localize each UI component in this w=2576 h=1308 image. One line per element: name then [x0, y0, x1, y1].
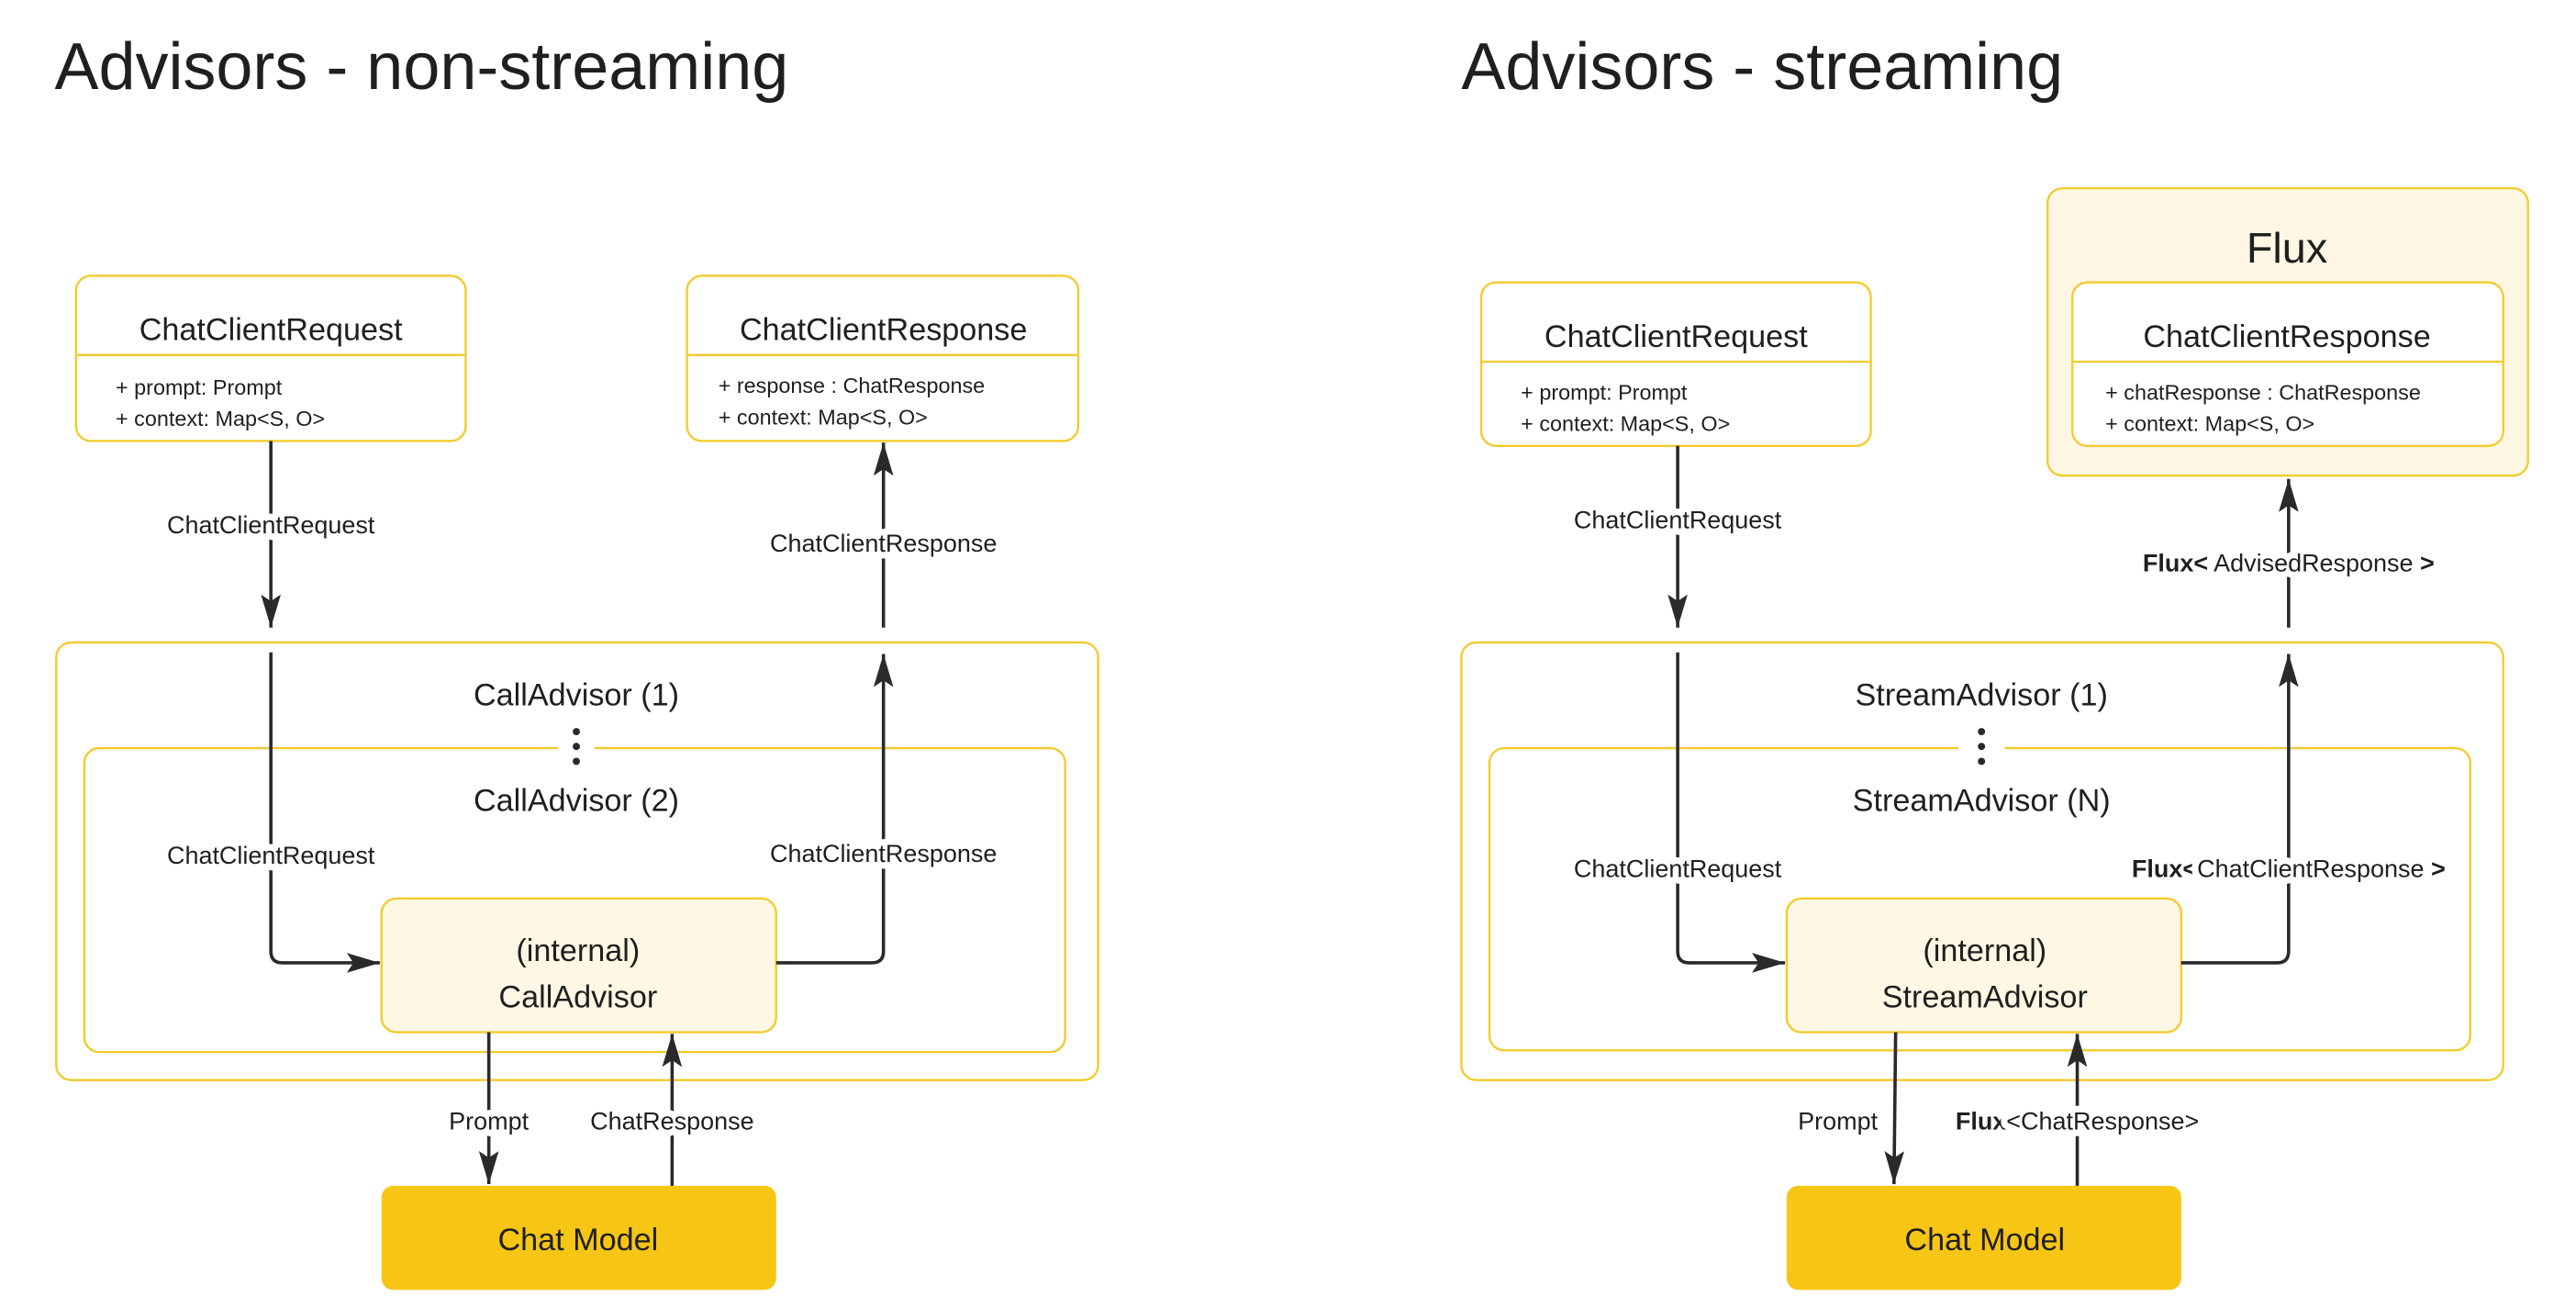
class-title: ChatClientRequest	[1544, 319, 1808, 354]
class-attribute: + prompt: Prompt	[1521, 380, 1688, 404]
class-attribute: + chatResponse : ChatResponse	[2105, 380, 2421, 404]
chat-client-request-class: ChatClientRequest + prompt: Prompt + con…	[1479, 281, 1872, 447]
arrow-request-inner	[269, 652, 380, 973]
edge-label: Prompt	[449, 1108, 529, 1135]
class-attribute: + context: Map<S, O>	[116, 407, 325, 430]
class-title: ChatClientResponse	[740, 313, 1027, 348]
chat-model-label: Chat Model	[497, 1223, 658, 1258]
chat-client-response-class: ChatClientResponse + response : ChatResp…	[686, 274, 1080, 442]
flux-title: Flux	[2247, 224, 2327, 272]
edge-label: Prompt	[1798, 1108, 1878, 1135]
edge-label: ChatClientResponse	[770, 530, 997, 557]
chat-model-box	[1786, 1185, 2181, 1291]
diagram-title: Advisors - streaming	[1461, 30, 2063, 104]
internal-box-line1: (internal)	[1923, 933, 2046, 968]
advisor-title: StreamAdvisor (N)	[1853, 783, 2111, 818]
edge-label: ChatResponse	[590, 1108, 753, 1135]
arrow-request-inner	[1676, 652, 1786, 973]
non-streaming-diagram: Advisors - non-streaming ChatClientReque…	[54, 30, 1099, 1291]
internal-box-line1: (internal)	[516, 933, 640, 968]
class-attribute: + context: Map<S, O>	[719, 405, 928, 429]
chat-model-label: Chat Model	[1904, 1223, 2065, 1258]
arrow-prompt	[1884, 1032, 1905, 1185]
chat-client-response-class: ChatClientResponse + chatResponse : Chat…	[2070, 281, 2504, 447]
edge-label: ChatClientRequest	[167, 842, 375, 869]
advisor-title: CallAdvisor (1)	[474, 677, 679, 712]
edge-label: ChatClientRequest	[1574, 855, 1782, 882]
streaming-diagram: Advisors - streaming ChatClientRequest +…	[1460, 30, 2529, 1291]
edge-label: Flux<ChatResponse>	[1956, 1108, 2199, 1135]
arrow-flux-response-inner	[2180, 654, 2299, 965]
edge-label: Flux< AdvisedResponse >	[2143, 550, 2435, 577]
internal-box-line2: StreamAdvisor	[1882, 980, 2088, 1015]
class-attribute: + context: Map<S, O>	[1521, 412, 1730, 436]
class-attribute: + context: Map<S, O>	[2105, 412, 2314, 436]
flux-container: Flux ChatClientResponse + chatResponse :…	[2046, 186, 2529, 477]
internal-stream-advisor-box	[1785, 897, 2183, 1034]
diagram-title: Advisors - non-streaming	[54, 30, 788, 104]
chat-client-request-class: ChatClientRequest + prompt: Prompt + con…	[74, 274, 467, 442]
class-attribute: + prompt: Prompt	[116, 375, 283, 399]
edge-label: ChatClientRequest	[1574, 507, 1782, 534]
class-title: ChatClientResponse	[2143, 319, 2430, 354]
edge-label: ChatClientRequest	[167, 511, 375, 539]
internal-box-line2: CallAdvisor	[498, 980, 657, 1015]
edge-label: ChatClientResponse	[770, 840, 997, 867]
advisor-title: CallAdvisor (2)	[474, 783, 679, 818]
chat-model-box	[381, 1185, 776, 1291]
internal-call-advisor-box	[380, 897, 777, 1034]
class-title: ChatClientRequest	[139, 313, 403, 348]
arrow-response-inner	[775, 654, 894, 965]
advisor-title: StreamAdvisor (1)	[1856, 677, 2108, 712]
ellipsis-icon	[1978, 728, 1986, 766]
edge-label: Flux<ChatClientResponse >	[2132, 855, 2446, 882]
class-attribute: + response : ChatResponse	[719, 374, 985, 397]
ellipsis-icon	[573, 728, 580, 766]
